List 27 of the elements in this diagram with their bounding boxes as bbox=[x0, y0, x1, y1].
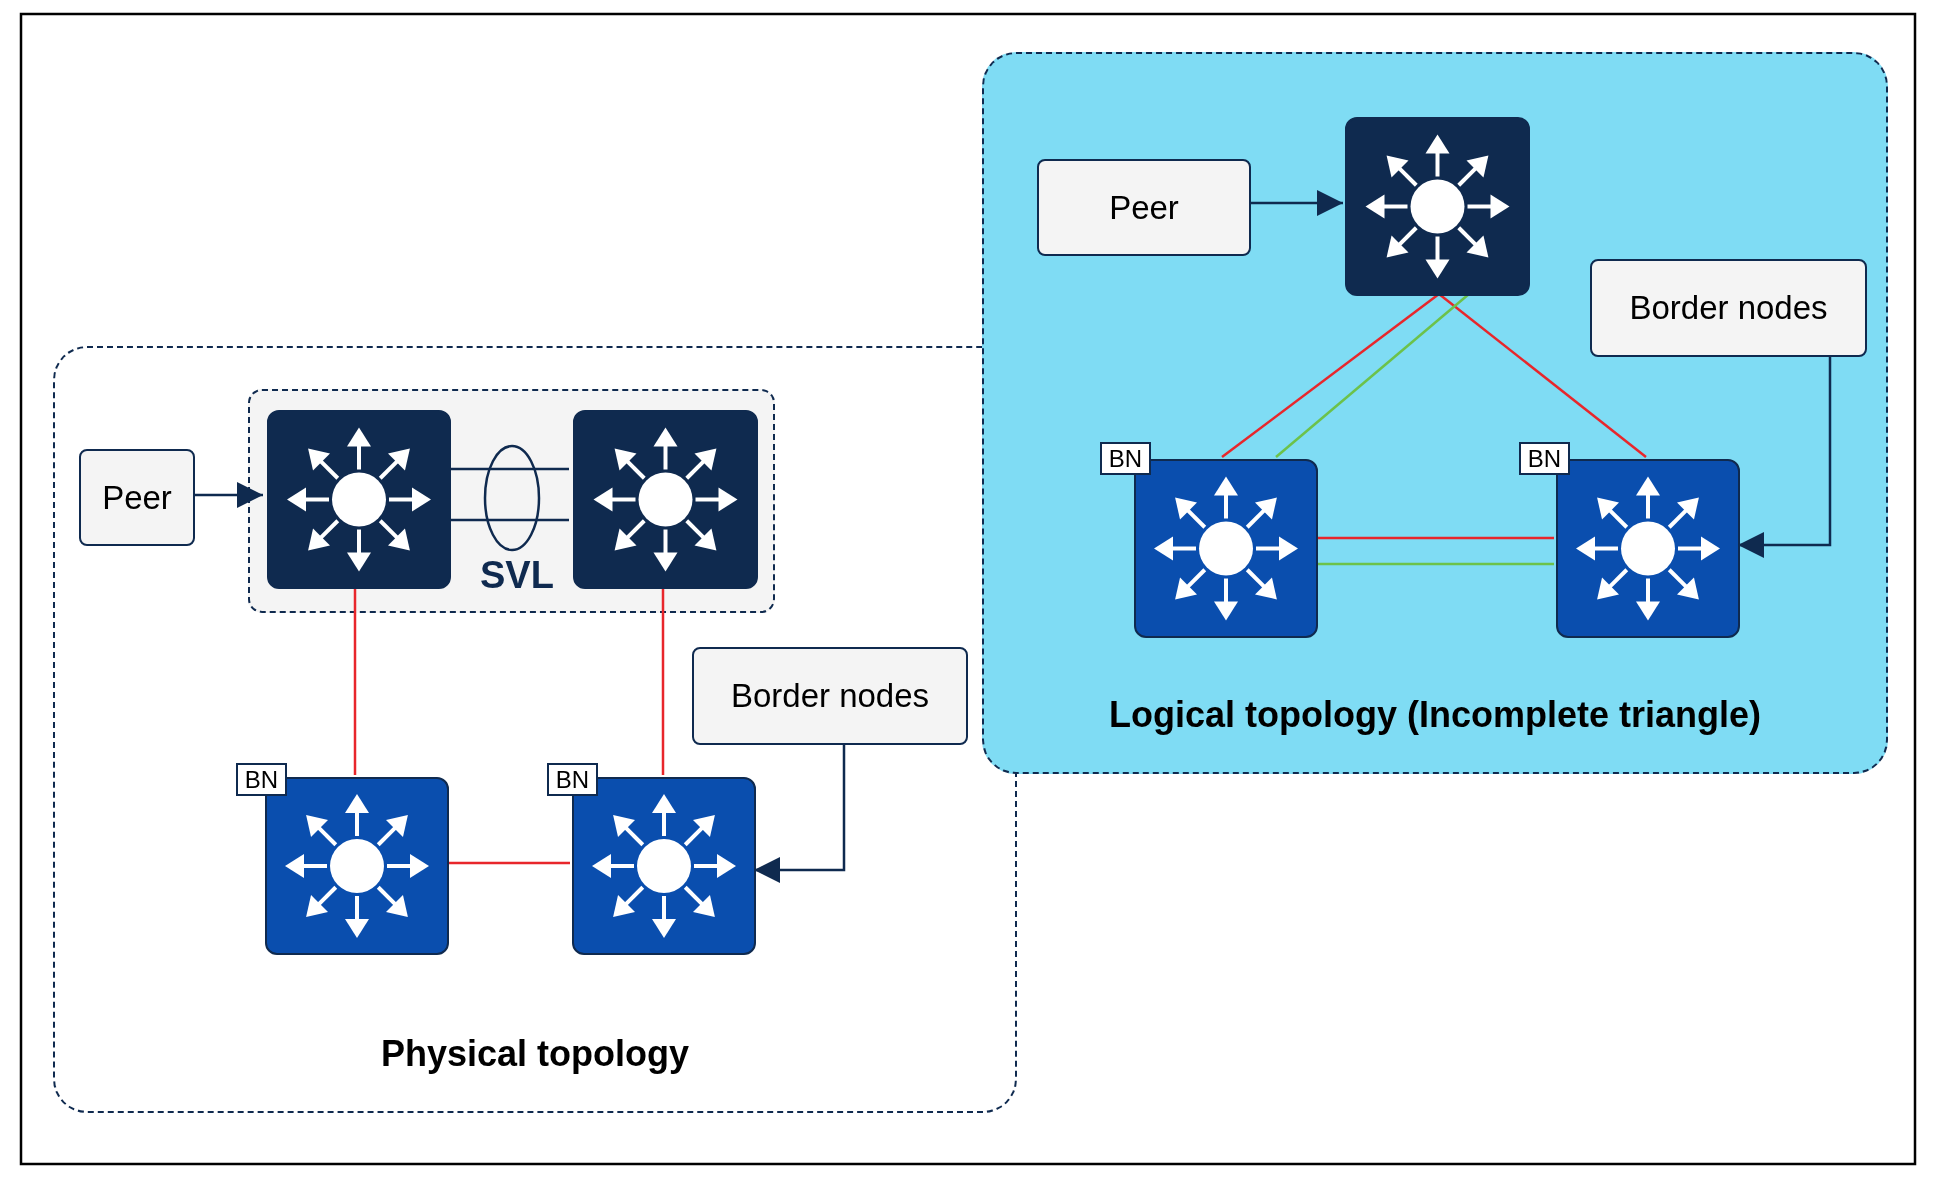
label-box: Peer bbox=[79, 449, 195, 546]
dashed-region bbox=[982, 52, 1888, 774]
label-box: Peer bbox=[1037, 159, 1251, 256]
link-line bbox=[447, 861, 570, 865]
link-line bbox=[1221, 293, 1440, 458]
region-title: Logical topology (Incomplete triangle) bbox=[1108, 694, 1762, 736]
bn-tag: BN bbox=[1100, 442, 1151, 475]
arrow bbox=[754, 743, 846, 883]
region-title: Physical topology bbox=[379, 1033, 691, 1075]
label-box: Border nodes bbox=[692, 647, 968, 745]
arrow bbox=[193, 482, 263, 508]
label-box: Border nodes bbox=[1590, 259, 1867, 357]
arrow bbox=[1249, 190, 1343, 216]
link-line bbox=[1275, 293, 1470, 458]
dashed-region bbox=[53, 346, 1017, 1113]
arrow bbox=[1738, 355, 1832, 558]
bn-tag: BN bbox=[1519, 442, 1570, 475]
bn-tag: BN bbox=[236, 763, 287, 796]
bn-tag: BN bbox=[547, 763, 598, 796]
link-label: SVL bbox=[480, 554, 554, 597]
stack-group-box bbox=[248, 389, 775, 613]
network-switch bbox=[573, 410, 758, 589]
network-switch bbox=[267, 410, 451, 589]
network-switch bbox=[1345, 117, 1530, 296]
link-line bbox=[1438, 293, 1647, 458]
link-line bbox=[1316, 562, 1554, 566]
link-line bbox=[1316, 536, 1554, 540]
